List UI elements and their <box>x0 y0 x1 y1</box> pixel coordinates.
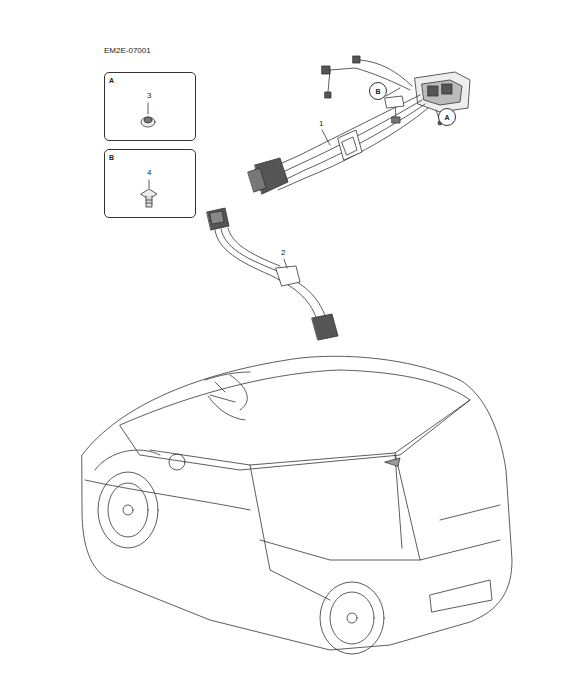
callout-number: 1 <box>319 120 323 128</box>
detail-letter: B <box>109 154 114 161</box>
clip-part <box>141 180 157 207</box>
callout-circle: A <box>438 108 456 126</box>
detail-box: B4 <box>104 149 196 218</box>
callout-number: 3 <box>147 92 151 100</box>
detail-letter: B <box>375 88 380 95</box>
detail-letter: A <box>109 77 114 84</box>
charging-harness <box>248 56 470 194</box>
callout-number: 2 <box>281 249 285 257</box>
drawing-code: EM2E-07001 <box>104 47 151 55</box>
nut-part <box>141 103 155 127</box>
callout-circle: B <box>369 82 387 100</box>
detail-letter: A <box>444 114 449 121</box>
vehicle-outline <box>82 356 512 654</box>
callout-number: 4 <box>147 169 151 177</box>
charging-cable <box>207 208 338 340</box>
detail-box: A3 <box>104 72 196 141</box>
